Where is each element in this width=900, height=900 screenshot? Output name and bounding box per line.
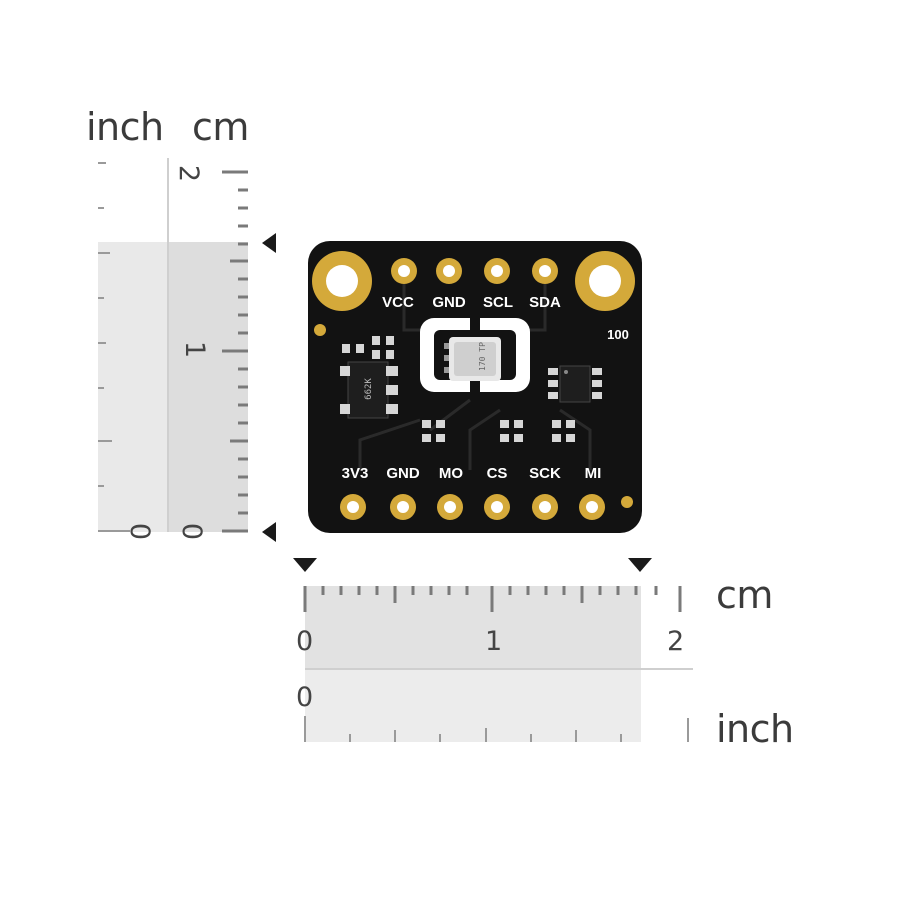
pin-label-gnd-top: GND <box>432 294 466 311</box>
horizontal-ruler-inch-band <box>305 670 641 742</box>
mounting-hole-left <box>312 251 372 311</box>
pressure-sensor-chip <box>444 337 501 381</box>
vertical-ruler-cm-band <box>168 242 248 532</box>
pin-label-mo: MO <box>438 465 464 482</box>
pin-label-cs: CS <box>486 465 508 482</box>
vertical-ruler-cm-unit: cm <box>192 105 249 149</box>
mounting-hole-right <box>575 251 635 311</box>
vertical-ruler-inch-unit: inch <box>86 105 164 149</box>
passive-components-bottom <box>422 420 575 442</box>
horizontal-ruler-cm-band <box>305 586 641 668</box>
fiducial-left <box>314 324 326 336</box>
pin-label-mi: MI <box>584 465 602 482</box>
bottom-pin-pads <box>340 494 605 520</box>
horizontal-ruler-right-marker <box>628 558 652 572</box>
horizontal-ruler-inch-unit: inch <box>716 707 794 751</box>
horizontal-ruler-inch-ticks <box>304 716 689 742</box>
fiducial-right <box>621 496 633 508</box>
vertical-ruler-inch-band <box>98 242 168 532</box>
level-shifter-ic <box>548 365 602 403</box>
vertical-ruler-bottom-marker <box>262 522 276 542</box>
vertical-ruler-cm-ticks <box>222 170 248 533</box>
pin-label-sda: SDA <box>529 294 561 311</box>
vertical-ruler-top-marker <box>262 233 276 253</box>
pin-label-vcc: VCC <box>382 294 414 311</box>
pin-label-sck: SCK <box>529 465 561 482</box>
regulator-marking: 662K <box>363 378 374 400</box>
sensor-marking: 170 TP <box>477 342 487 371</box>
vertical-ruler-inch-ticks <box>98 162 130 532</box>
pin-label-3v3: 3V3 <box>341 465 369 482</box>
capacitor-top-left <box>342 336 394 359</box>
horizontal-ruler-cm-ticks <box>303 586 682 612</box>
horizontal-ruler-cm-label-2: 2 <box>667 626 685 657</box>
pin-label-gnd-bottom: GND <box>386 465 420 482</box>
horizontal-ruler-cm-unit: cm <box>716 573 773 617</box>
regulator-ic <box>340 361 398 419</box>
pin-label-scl: SCL <box>483 294 513 311</box>
horizontal-ruler-cm-label-0: 0 <box>296 626 314 657</box>
horizontal-ruler-cm-label-1: 1 <box>485 626 503 657</box>
horizontal-ruler-left-marker <box>293 558 317 572</box>
horizontal-ruler-inch-label-0: 0 <box>296 682 314 713</box>
top-pin-pads <box>391 258 558 284</box>
board-marking-100: 100 <box>607 327 629 342</box>
